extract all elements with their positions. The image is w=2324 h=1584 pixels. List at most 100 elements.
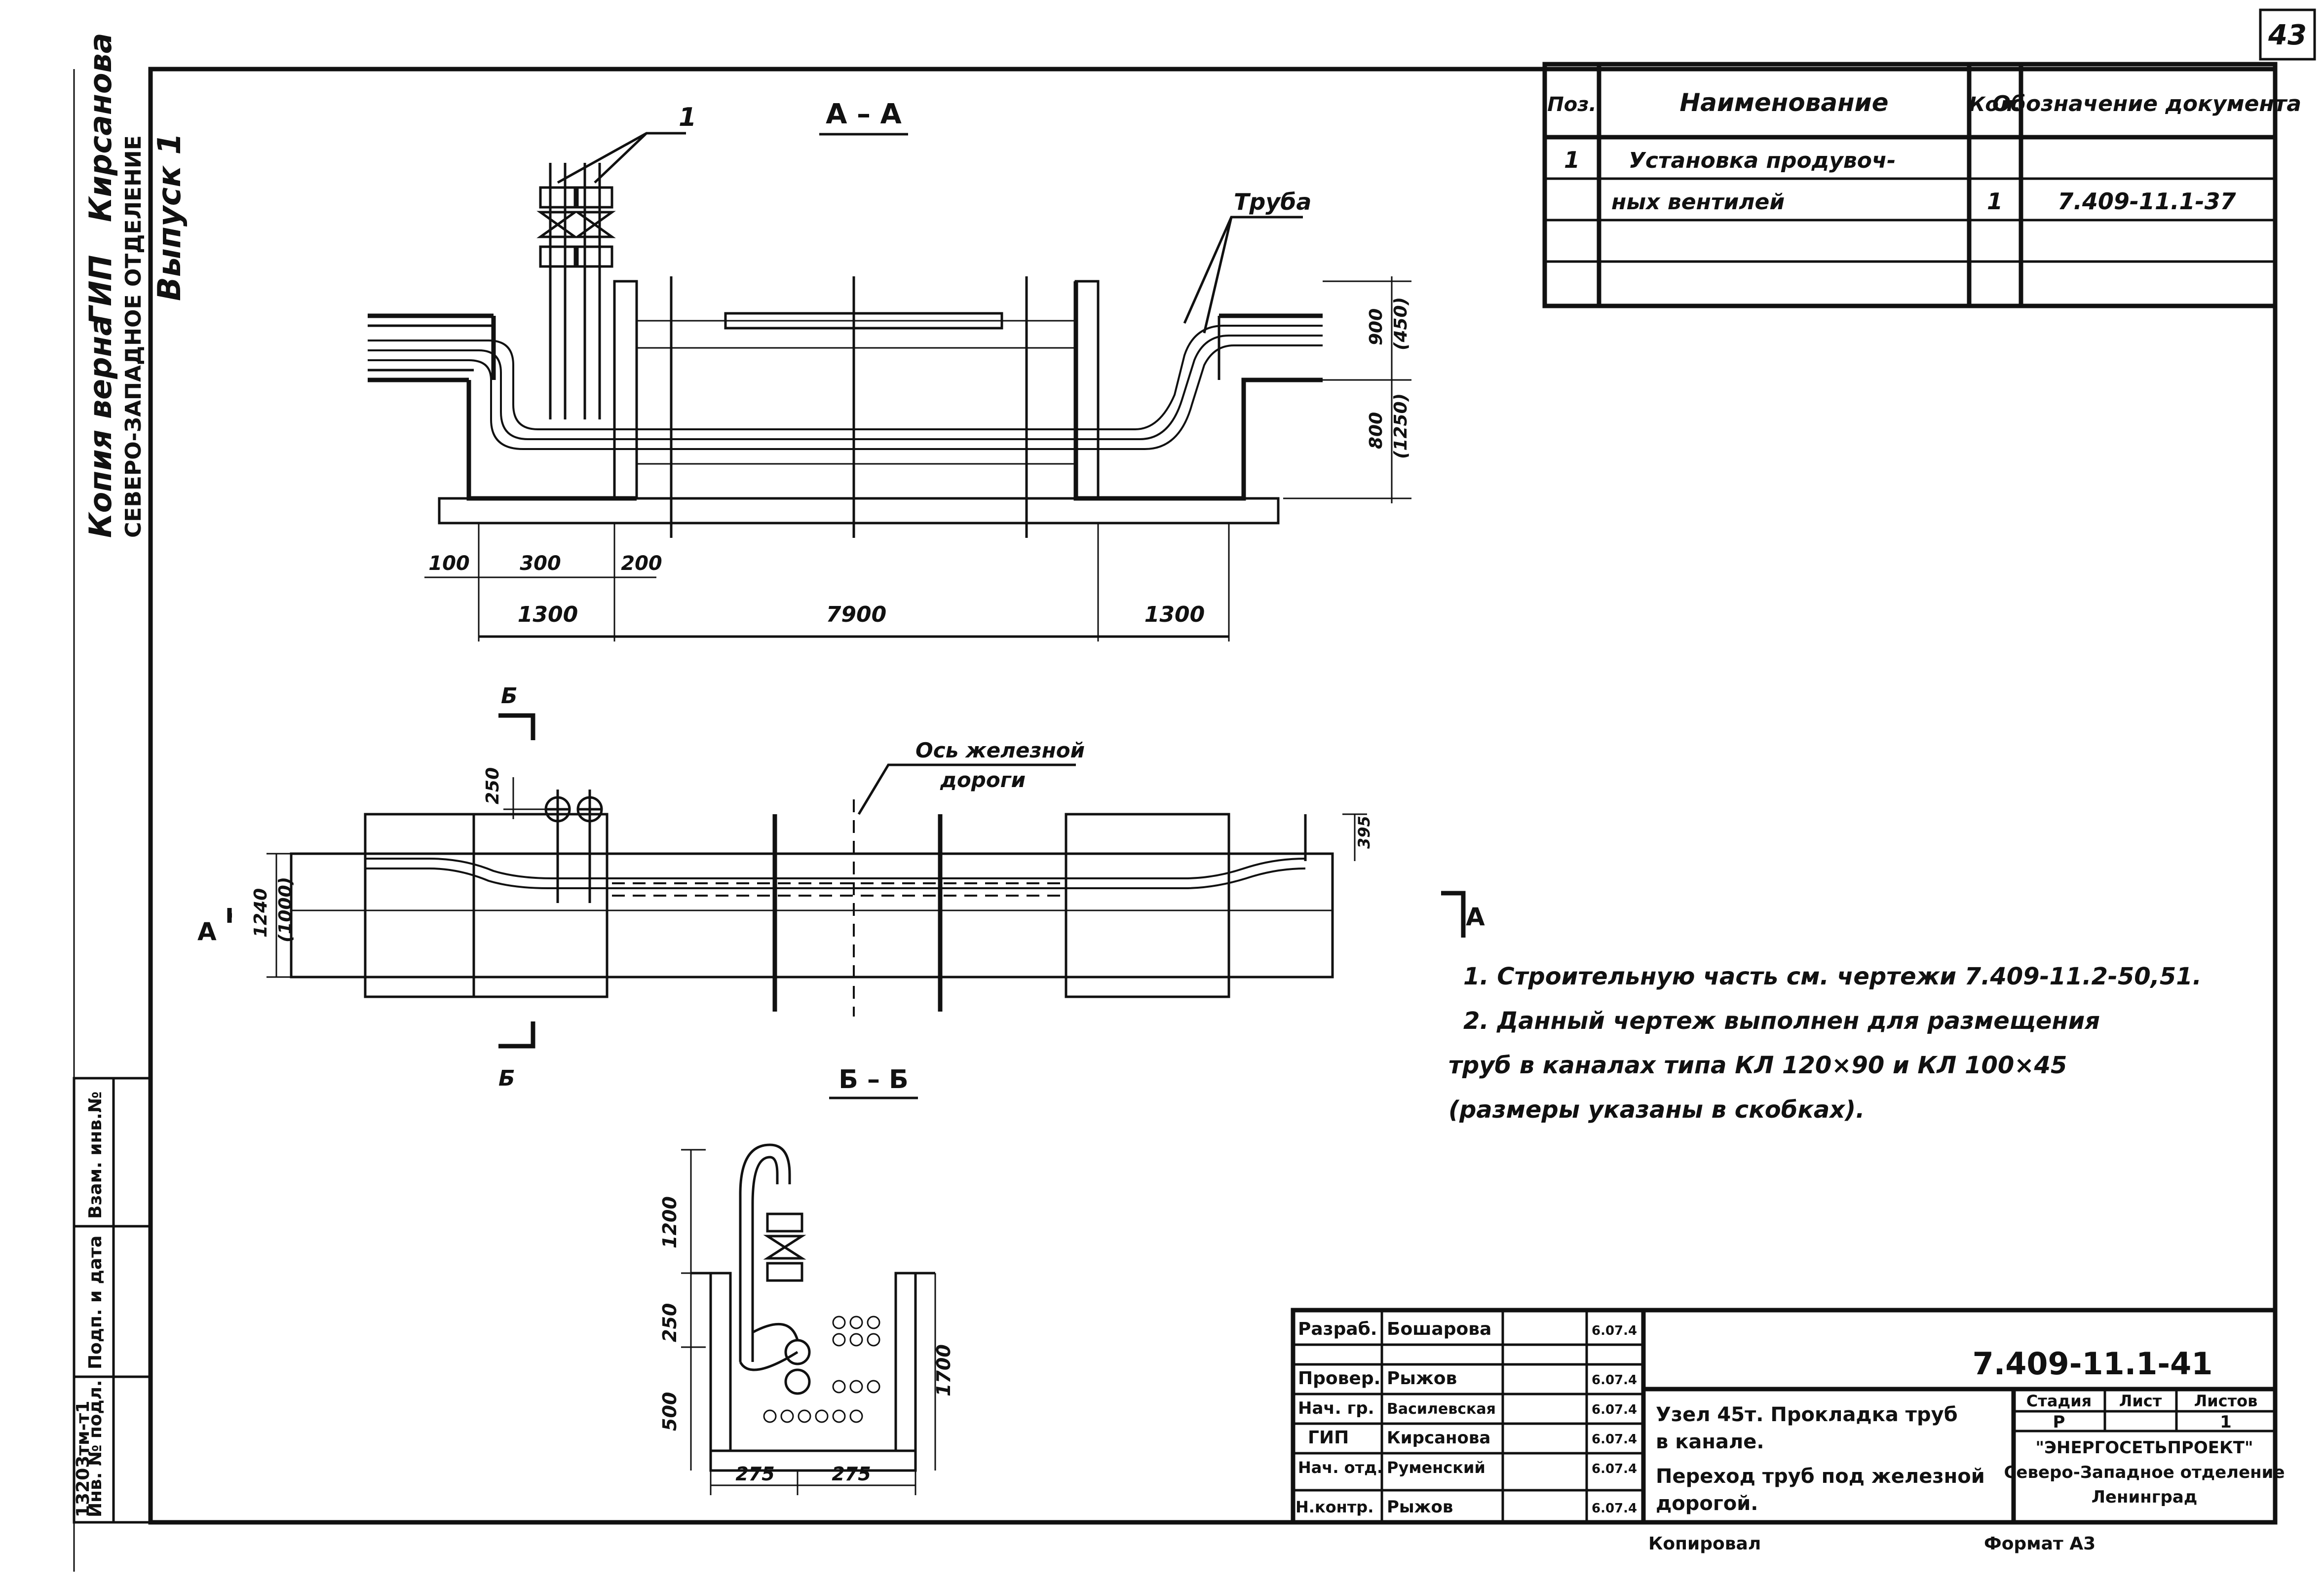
strip-inv-number: 13203тм-т1 [73, 1401, 93, 1517]
strip-label-inv: Инв. № подл. [85, 1380, 106, 1517]
dim-1000: (1000) [275, 877, 296, 943]
dim-100: 100 [428, 552, 470, 575]
page-number: 43 [2268, 19, 2307, 51]
cut-a-right: А [1466, 903, 1485, 931]
cut-a-left: А [197, 917, 217, 946]
issue-label: Выпуск 1 [152, 133, 188, 301]
plan-valves [544, 790, 603, 903]
dim-300: 300 [520, 552, 561, 575]
title-line-2: в канале. [1656, 1431, 1764, 1453]
date-2: 6.07.4 [1592, 1402, 1637, 1417]
dim-1200: 1200 [659, 1196, 681, 1248]
role-2: Нач. гр. [1298, 1398, 1374, 1418]
spec-r2-doc: 7.409-11.1-37 [2057, 188, 2236, 215]
name-1: Рыжов [1387, 1368, 1457, 1389]
spec-header-doc: Обозначение документа [1992, 91, 2301, 116]
title-line-3: Переход труб под железной [1656, 1465, 1985, 1488]
notes: 1. Строительную часть см. чертежи 7.409-… [1448, 963, 2202, 1124]
note-1: 1. Строительную часть см. чертежи 7.409-… [1463, 963, 2202, 990]
date-5: 6.07.4 [1592, 1501, 1637, 1516]
dim-200: 200 [621, 552, 662, 575]
title-line-1: Узел 45т. Прокладка труб [1656, 1403, 1958, 1426]
name-3: Кирсанова [1387, 1428, 1490, 1448]
copy-stamp: Копия верна ГИП Кирсанова СЕВЕРО-ЗАПАДНО… [82, 33, 188, 538]
dim-500: 500 [659, 1392, 681, 1431]
stage-header: Стадия [2026, 1392, 2092, 1410]
dim-1700: 1700 [933, 1344, 954, 1396]
stamp-copy-correct: Копия верна [82, 315, 118, 538]
spec-r1-pos: 1 [1564, 147, 1580, 173]
title-line-4: дорогой. [1656, 1492, 1758, 1515]
dim-900: 900 [1366, 308, 1386, 345]
leader-pipe-label: Труба [1234, 189, 1311, 215]
page-number-box: 43 [2259, 8, 2316, 61]
dim-1300-right: 1300 [1144, 602, 1205, 627]
fill-body [636, 320, 1077, 499]
plan-view: Б Б А А Ось железной до [197, 683, 1485, 1091]
purge-valves [536, 163, 616, 419]
section-bb: Б – Б 1200 250 500 1700 275 275 [659, 1065, 954, 1495]
org-line-1: "ЭНЕРГОСЕТЬПРОЕКТ" [2035, 1438, 2253, 1458]
dim-250-bb: 250 [659, 1303, 681, 1342]
role-5: Н.контр. [1295, 1498, 1373, 1516]
dim-250-plan: 250 [483, 767, 503, 804]
section-aa-title: А – А [826, 98, 902, 130]
name-2: Василевская [1387, 1400, 1496, 1418]
dim-7900: 7900 [826, 602, 886, 627]
note-4: (размеры указаны в скобках). [1448, 1096, 1865, 1124]
base-slab [438, 497, 1280, 525]
name-0: Бошарова [1387, 1319, 1491, 1339]
copied-by: Копировал [1648, 1534, 1761, 1554]
role-1: Провер. [1298, 1368, 1380, 1389]
spec-table: Поз. Наименование Кол. Обозначение докум… [1542, 62, 2301, 308]
format-label: Формат А3 [1984, 1534, 2095, 1554]
dim-1250: (1250) [1391, 393, 1411, 459]
stage-value: Р [2053, 1412, 2065, 1432]
name-4: Руменский [1387, 1458, 1486, 1477]
left-wall [613, 280, 638, 500]
note-3: труб в каналах типа КЛ 120×90 и КЛ 100×4… [1448, 1052, 2067, 1079]
sheets-total: 1 [2220, 1412, 2232, 1432]
rail-axis-label-1: Ось железной [915, 738, 1085, 762]
spec-header-name: Наименование [1679, 88, 1888, 117]
section-bb-title: Б – Б [838, 1065, 908, 1094]
leader-1-label: 1 [679, 103, 696, 132]
spec-r2-qty: 1 [1987, 188, 2003, 215]
dim-450: (450) [1391, 297, 1411, 350]
role-4: Нач. отд. [1298, 1458, 1383, 1477]
date-0: 6.07.4 [1592, 1323, 1637, 1338]
designation: 7.409-11.1-41 [1973, 1346, 2213, 1382]
spec-header-qty: Кол. [1969, 93, 2021, 116]
spec-header-pos: Поз. [1547, 93, 1596, 116]
date-3: 6.07.4 [1592, 1432, 1637, 1447]
title-block: Разраб. Бошарова 6.07.4 Провер. Рыжов 6.… [1291, 1308, 2285, 1525]
dim-1300-left: 1300 [518, 602, 578, 627]
role-3: ГИП [1308, 1428, 1349, 1448]
inventory-strip: Взам. инв.№ Подп. и дата Инв. № подл. 13… [73, 1077, 152, 1524]
strip-label-vzam: Взам. инв.№ [85, 1092, 106, 1219]
dim-800: 800 [1366, 412, 1386, 449]
cut-b-bottom: Б [498, 1066, 515, 1091]
section-aa: А – А [368, 98, 1411, 641]
org-line-2: Северо-Западное отделение [2004, 1463, 2285, 1482]
spec-r2-name: ных вентилей [1611, 189, 1785, 215]
role-0: Разраб. [1298, 1319, 1377, 1339]
cut-b-top: Б [501, 683, 518, 709]
date-4: 6.07.4 [1592, 1462, 1637, 1476]
pipe-bundle [763, 1316, 880, 1423]
spec-r1-name: Установка продувоч- [1629, 148, 1896, 173]
top-plate [724, 312, 1003, 330]
sheet-header: Лист [2119, 1392, 2162, 1410]
dim-275-left: 275 [735, 1463, 774, 1485]
date-1: 6.07.4 [1592, 1373, 1637, 1388]
drawing-frame [148, 67, 2278, 1525]
rail-axis-label-2: дороги [940, 768, 1026, 792]
strip-label-podp: Подп. и дата [85, 1236, 106, 1369]
name-5: Рыжов [1387, 1497, 1453, 1517]
stamp-signer: Кирсанова [82, 33, 118, 222]
dim-395: 395 [1355, 816, 1373, 849]
note-2: 2. Данный чертеж выполнен для размещения [1463, 1007, 2100, 1035]
right-wall [1074, 280, 1100, 500]
org-line-3: Ленинград [2092, 1487, 2198, 1507]
